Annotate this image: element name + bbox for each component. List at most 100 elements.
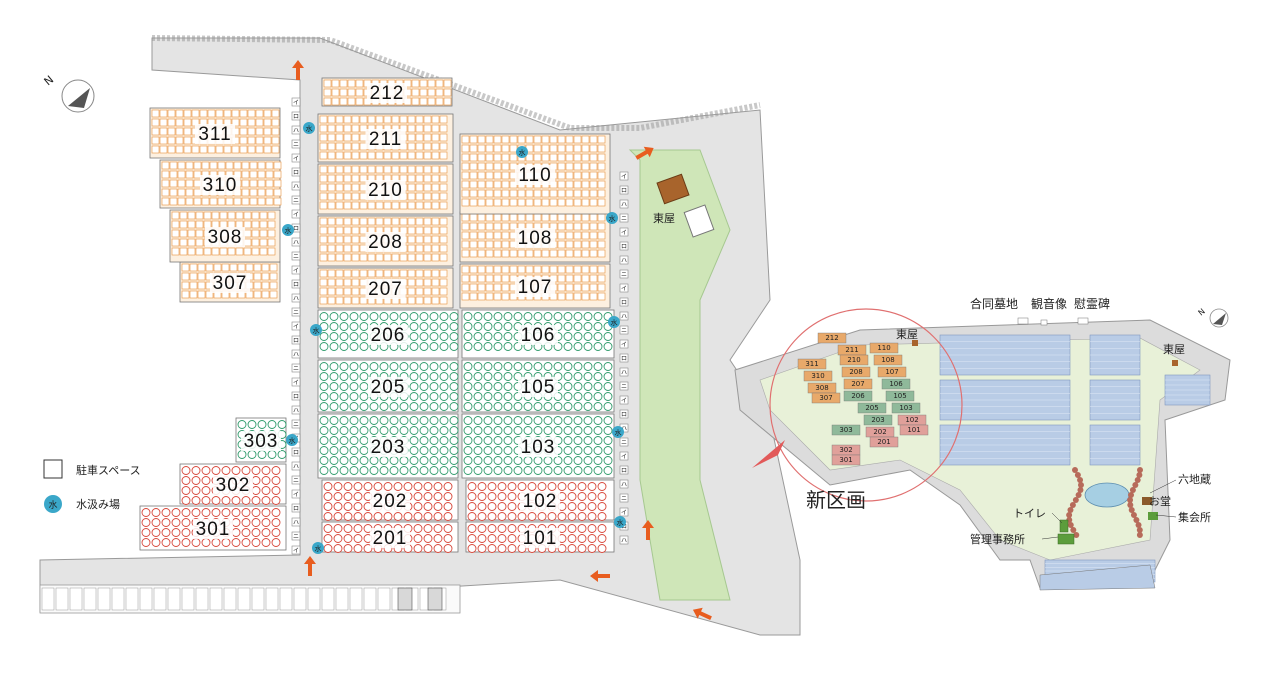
section-108[interactable]: 108 <box>459 211 611 263</box>
section-203[interactable]: 203 <box>317 413 459 479</box>
plot <box>485 231 494 240</box>
plot <box>271 466 281 475</box>
plot <box>541 249 550 258</box>
plot <box>463 322 473 331</box>
plot <box>485 171 494 180</box>
plot <box>215 109 224 118</box>
section-302[interactable]: 302 <box>179 463 287 505</box>
plot <box>343 269 352 278</box>
plot <box>359 332 369 341</box>
plot <box>587 524 597 533</box>
svg-text:303: 303 <box>839 426 852 434</box>
plot <box>581 144 590 153</box>
plot <box>533 265 542 274</box>
plot <box>399 115 408 124</box>
section-207[interactable]: 207 <box>317 267 454 309</box>
plot <box>597 512 607 521</box>
plot <box>589 198 598 207</box>
section-206[interactable]: 206 <box>317 309 459 359</box>
section-202[interactable]: 202 <box>321 479 459 521</box>
plot <box>151 508 161 517</box>
section-110[interactable]: 110 <box>459 133 611 215</box>
plot <box>183 118 192 127</box>
plot <box>181 538 191 547</box>
plot <box>247 127 256 136</box>
section-211[interactable]: 211 <box>317 113 454 163</box>
plot <box>269 290 278 299</box>
plot <box>369 416 379 425</box>
plot <box>429 456 439 465</box>
plot <box>335 244 344 253</box>
plot <box>461 162 470 171</box>
plot <box>255 118 264 127</box>
plot <box>469 231 478 240</box>
plot <box>485 249 494 258</box>
plot <box>423 133 432 142</box>
path-marker: イ <box>619 171 629 181</box>
section-102[interactable]: 102 <box>465 479 615 521</box>
path-marker: ハ <box>619 479 629 489</box>
plot <box>351 115 360 124</box>
legend-parking-label: 駐車スペース <box>76 463 141 477</box>
plot <box>577 524 587 533</box>
section-106[interactable]: 106 <box>461 309 615 359</box>
section-212[interactable]: 212 <box>321 77 453 107</box>
plot <box>573 162 582 171</box>
plot <box>573 153 582 162</box>
section-105[interactable]: 105 <box>461 359 615 413</box>
section-310[interactable]: 310 <box>159 159 282 209</box>
plot <box>597 265 606 274</box>
plot <box>449 402 459 411</box>
plot <box>213 263 222 272</box>
plot <box>161 508 171 517</box>
plot <box>267 238 276 247</box>
plot <box>319 269 328 278</box>
section-308[interactable]: 308 <box>169 209 281 263</box>
plot <box>151 538 161 547</box>
plot <box>573 240 582 249</box>
plot <box>597 153 606 162</box>
section-301[interactable]: 301 <box>139 505 287 551</box>
section-311[interactable]: 311 <box>149 107 281 159</box>
plot <box>359 392 369 401</box>
plot <box>185 197 194 206</box>
plot <box>449 362 459 371</box>
section-201[interactable]: 201 <box>321 521 459 553</box>
plot <box>477 162 486 171</box>
plot <box>351 226 360 235</box>
plot <box>409 466 419 475</box>
plot <box>327 133 336 142</box>
plot <box>461 213 470 222</box>
tree-icon <box>1127 497 1134 503</box>
section-205[interactable]: 205 <box>317 359 459 413</box>
plot <box>467 534 477 543</box>
plot <box>597 180 606 189</box>
plot <box>449 312 459 321</box>
section-107[interactable]: 107 <box>459 263 611 309</box>
plot <box>469 249 478 258</box>
plot <box>159 118 168 127</box>
plot <box>589 231 598 240</box>
section-101[interactable]: 101 <box>465 521 615 553</box>
plot <box>565 153 574 162</box>
plot <box>501 231 510 240</box>
section-210[interactable]: 210 <box>317 163 454 215</box>
plot <box>399 201 408 210</box>
section-label-303: 303 <box>244 431 279 452</box>
svg-text:イ: イ <box>293 324 299 331</box>
path-marker: ハ <box>619 199 629 209</box>
section-307[interactable]: 307 <box>179 261 281 303</box>
plot <box>351 165 360 174</box>
tree-icon <box>1066 512 1073 518</box>
path-marker: ニ <box>291 419 301 429</box>
plot <box>593 446 603 455</box>
parking-bay <box>153 587 167 611</box>
section-103[interactable]: 103 <box>461 413 615 479</box>
svg-text:106: 106 <box>889 380 903 388</box>
plot <box>439 372 449 381</box>
section-303[interactable]: 303 <box>235 417 287 463</box>
plot <box>541 153 550 162</box>
plot <box>503 322 513 331</box>
overview-section-203: 203 <box>863 414 893 426</box>
section-208[interactable]: 208 <box>317 215 454 267</box>
